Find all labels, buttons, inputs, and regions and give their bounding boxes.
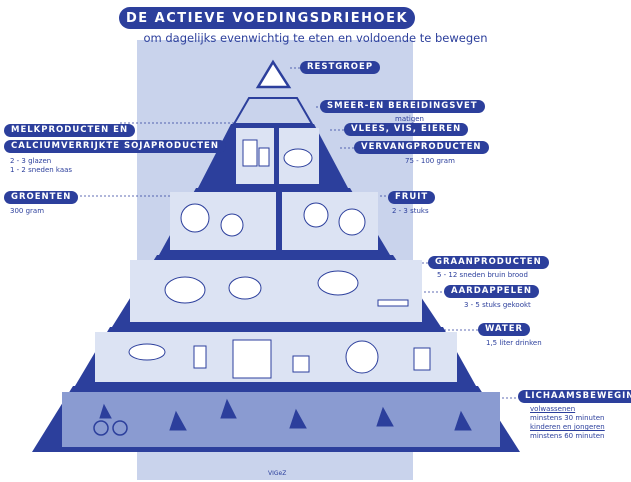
tier-restgroep — [255, 59, 292, 89]
note-melk-2: 1 - 2 sneden kaas — [10, 166, 73, 174]
label-vervang: VERVANGPRODUCTEN — [354, 141, 489, 154]
label-fruit: FRUIT — [388, 191, 436, 204]
page-title: DE ACTIEVE VOEDINGSDRIEHOEK — [119, 7, 415, 29]
note-fruit: 2 - 3 stuks — [392, 207, 429, 215]
note-beweging-1: volwassenen — [530, 405, 576, 413]
label-smeer: SMEER-EN BEREIDINGSVET — [320, 100, 485, 113]
note-smeer: matigen — [395, 115, 424, 123]
label-graan: GRAANPRODUCTEN — [428, 256, 549, 269]
label-beweging: LICHAAMSBEWEGING — [518, 390, 631, 403]
note-vervang: 75 - 100 gram — [405, 157, 455, 165]
note-groenten: 300 gram — [10, 207, 45, 215]
label-aardappelen: AARDAPPELEN — [444, 285, 539, 298]
note-beweging-2: minstens 30 minuten — [530, 414, 605, 422]
note-graan: 5 - 12 sneden bruin brood — [437, 271, 528, 279]
note-beweging-3: kinderen en jongeren — [530, 423, 605, 431]
label-water: WATER — [478, 323, 531, 336]
label-restgroep: RESTGROEP — [300, 61, 381, 74]
note-water: 1,5 liter drinken — [486, 339, 542, 347]
note-aardappelen: 3 - 5 stuks gekookt — [464, 301, 531, 309]
credit-logo: VIGeZ — [268, 470, 287, 477]
label-groenten: GROENTEN — [4, 191, 79, 204]
note-beweging-4: minstens 60 minuten — [530, 432, 605, 440]
page-subtitle: om dagelijks evenwichtig te eten en vold… — [143, 31, 488, 45]
label-vlees: VLEES, VIS, EIEREN — [344, 123, 469, 136]
tier-smeer — [232, 97, 314, 125]
label-melk-2: CALCIUMVERRIJKTE SOJAPRODUCTEN — [4, 140, 226, 153]
note-melk-1: 2 - 3 glazen — [10, 157, 52, 165]
label-melk-1: MELKPRODUCTEN EN — [4, 124, 136, 137]
